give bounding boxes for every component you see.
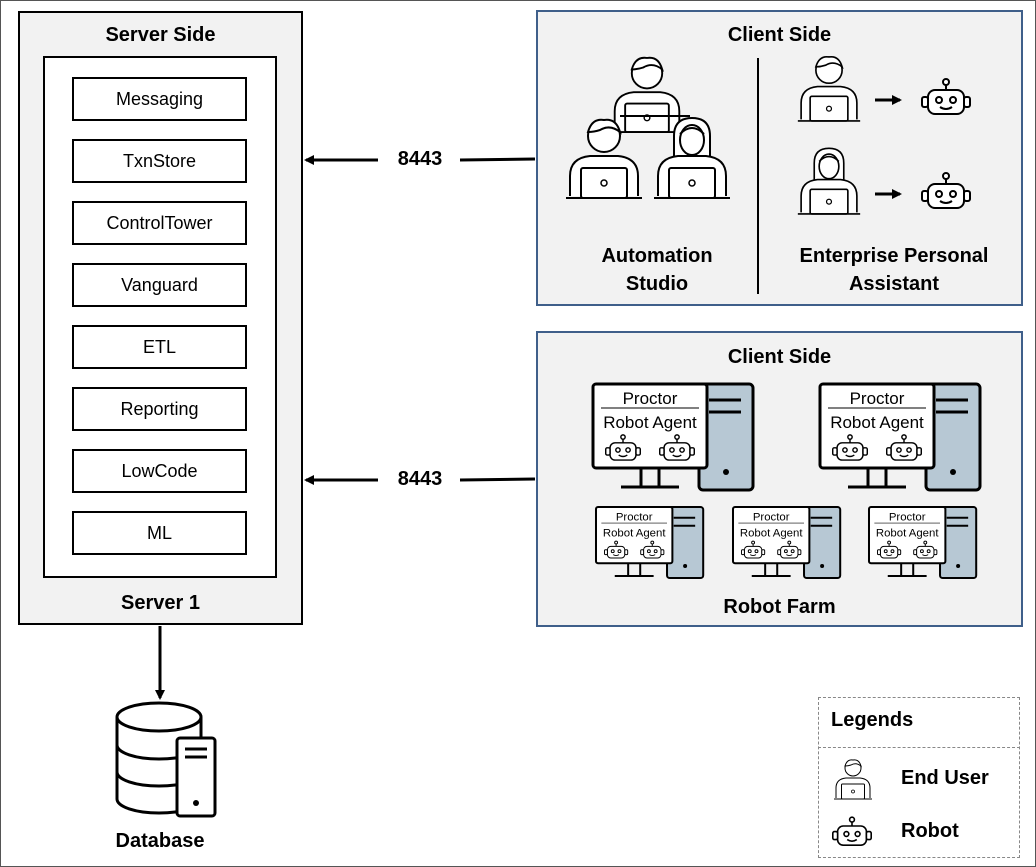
connector-line (459, 477, 536, 482)
robot-agent-label: Robot Agent (876, 527, 939, 539)
robot-agent-label: Robot Agent (603, 527, 666, 539)
database-icon (115, 701, 217, 818)
legend-divider (818, 747, 1020, 748)
proctor-label: Proctor (753, 511, 790, 523)
robot-agent-label: Robot Agent (830, 413, 924, 432)
legend-end-user-icon (833, 759, 873, 800)
robot-farm-label: Robot Farm (723, 596, 836, 618)
server-module: ML (72, 511, 247, 555)
database-label: Database (115, 830, 205, 852)
client-bottom-title: Client Side (727, 346, 832, 368)
robot-agent-label: Robot Agent (603, 413, 697, 432)
user-icon (797, 55, 861, 122)
proctor-label: Proctor (616, 511, 653, 523)
robot-icon (921, 78, 971, 115)
legend-end-user-label: End User (901, 767, 989, 789)
port-label-top: 8443 (397, 148, 443, 170)
legend-title: Legends (831, 709, 914, 731)
server-module: Messaging (72, 77, 247, 121)
server-title: Server Side (105, 24, 216, 46)
client-top-divider (757, 58, 759, 294)
connector-line (459, 157, 536, 162)
server-footer: Server 1 (121, 592, 200, 614)
port-label-bottom: 8443 (397, 468, 443, 490)
server-module: Vanguard (72, 263, 247, 307)
user-icon (797, 147, 861, 215)
legend-robot-label: Robot (901, 820, 959, 842)
proctor-label: Proctor (889, 511, 926, 523)
robot-icon (921, 172, 971, 209)
server-module: LowCode (72, 449, 247, 493)
proctor-label: Proctor (850, 389, 905, 408)
user-icon (609, 56, 685, 134)
server-module: ControlTower (72, 201, 247, 245)
legend-robot-icon (831, 816, 873, 847)
server-module: Reporting (72, 387, 247, 431)
robot-agent-label: Robot Agent (740, 527, 803, 539)
client-top-title: Client Side (727, 24, 832, 46)
proctor-label: Proctor (623, 389, 678, 408)
server-module: ETL (72, 325, 247, 369)
server-module: TxnStore (72, 139, 247, 183)
